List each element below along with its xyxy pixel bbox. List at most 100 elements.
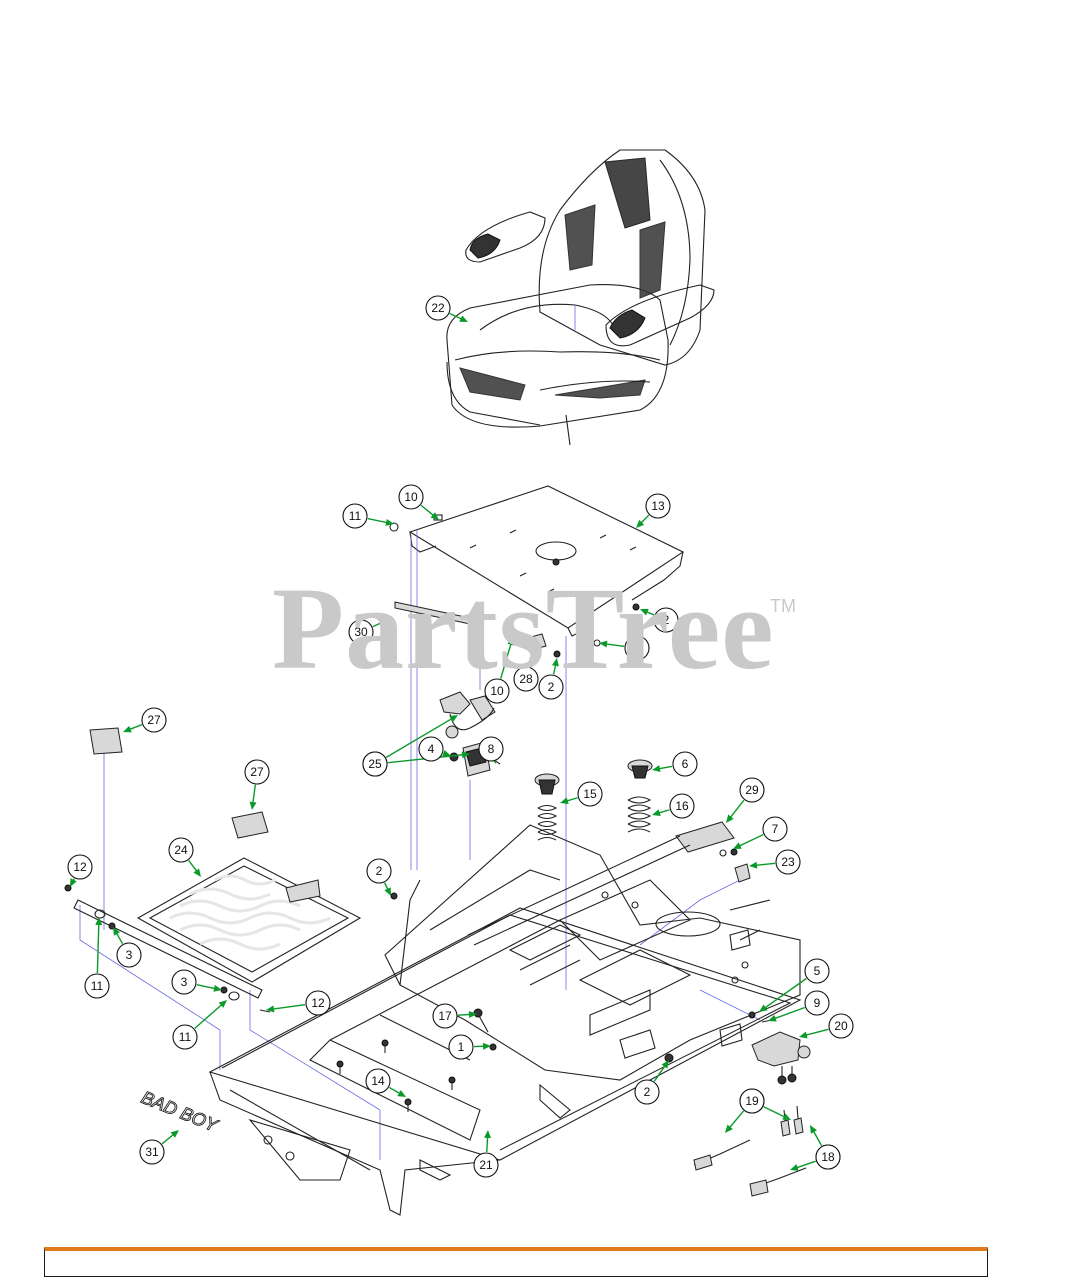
callout-label: 21	[479, 1158, 493, 1172]
leader-arrowhead	[484, 1130, 492, 1139]
decal-27-floor[interactable]	[231, 811, 269, 839]
bracket-20[interactable]	[748, 1011, 811, 1085]
callout-12[interactable]: 12	[67, 854, 93, 887]
leader-arrowhead	[218, 1000, 227, 1008]
decal-28[interactable]	[526, 633, 547, 651]
callout-label: 7	[772, 822, 779, 836]
cable-18[interactable]	[749, 1105, 807, 1197]
callout-2[interactable]: 2	[634, 1060, 669, 1105]
leader-line	[385, 717, 454, 758]
leader-arrowhead	[726, 814, 734, 823]
callout-label: 29	[745, 783, 759, 797]
leader-line	[188, 860, 198, 873]
callout-2[interactable]: 2	[366, 858, 392, 896]
callout-22[interactable]: 22	[425, 295, 468, 322]
callout-29[interactable]: 29	[726, 777, 765, 823]
callout-label: 27	[250, 765, 264, 779]
callout-label: 8	[488, 742, 495, 756]
callout-label: 9	[814, 996, 821, 1010]
leader-line	[812, 1129, 823, 1147]
callout-10[interactable]: 10	[398, 484, 439, 520]
callout-15[interactable]: 15	[560, 781, 603, 807]
callout-11[interactable]: 11	[342, 503, 394, 529]
callout-label: 11	[91, 979, 104, 993]
callout-24[interactable]: 24	[168, 837, 201, 877]
leader-line	[196, 983, 217, 990]
callout-19[interactable]: 19	[739, 1088, 791, 1120]
seat-switch-harness[interactable]	[439, 691, 501, 777]
callout-5[interactable]: 5	[759, 958, 830, 1012]
callout-2[interactable]: 2	[640, 607, 679, 633]
callout-9[interactable]: 9	[768, 990, 830, 1022]
callout-label: 14	[371, 1074, 385, 1088]
callout-11[interactable]: 11	[599, 635, 650, 661]
callout-12[interactable]: 12	[266, 990, 331, 1016]
leader-arrowhead	[449, 715, 458, 723]
spring-16[interactable]	[627, 796, 652, 833]
callout-label: 2	[663, 613, 670, 627]
leader-line	[729, 799, 745, 819]
callout-11[interactable]: 11	[172, 1000, 227, 1050]
seat-strap[interactable]	[394, 601, 471, 625]
callout-17[interactable]: 17	[432, 1003, 477, 1029]
leader-line	[657, 809, 670, 814]
callout-2[interactable]: 2	[538, 658, 564, 700]
decal-27-left[interactable]	[89, 727, 123, 755]
callout-6[interactable]: 6	[652, 751, 698, 777]
callout-27[interactable]: 27	[244, 759, 270, 810]
leader-arrowhead	[213, 984, 222, 992]
callout-16[interactable]: 16	[652, 793, 695, 819]
spring-15[interactable]	[537, 804, 558, 841]
leader-arrowhead	[560, 797, 569, 805]
leader-arrowhead	[636, 519, 645, 528]
callout-23[interactable]: 23	[749, 849, 801, 875]
leader-line	[728, 1110, 745, 1129]
callout-label: 30	[354, 625, 368, 639]
floor-mat[interactable]	[136, 857, 362, 983]
leader-line	[161, 1133, 175, 1145]
bracket-23[interactable]	[719, 848, 751, 883]
leader-line	[420, 504, 435, 517]
leader-line	[565, 797, 578, 802]
callout-31[interactable]: 31	[139, 1130, 179, 1165]
footrest-bar[interactable]	[64, 884, 271, 1013]
callout-18[interactable]: 18	[790, 1144, 841, 1171]
decal-29[interactable]	[675, 821, 735, 853]
leader-arrowhead	[249, 801, 257, 810]
leader-arrowhead	[661, 1060, 669, 1069]
callout-28[interactable]: 28	[513, 652, 539, 692]
callout-1[interactable]: 1	[448, 1034, 491, 1060]
leader-line	[604, 643, 625, 647]
cable-19[interactable]	[693, 1109, 791, 1171]
main-frame[interactable]	[208, 824, 802, 1216]
isolator-6[interactable]	[627, 759, 653, 779]
isolator-15[interactable]	[534, 773, 560, 795]
callout-20[interactable]: 20	[799, 1013, 854, 1039]
callout-bubble	[815, 1144, 841, 1170]
leader-line	[639, 514, 650, 525]
callout-8[interactable]: 8	[478, 736, 504, 764]
leader-arrowhead	[810, 1125, 817, 1134]
callout-3[interactable]: 3	[171, 969, 222, 995]
leader-line	[486, 1135, 489, 1153]
callout-14[interactable]: 14	[365, 1068, 406, 1097]
callout-7[interactable]: 7	[733, 816, 788, 849]
callout-27[interactable]: 27	[123, 707, 167, 733]
seat-assembly[interactable]	[446, 149, 715, 446]
callout-11[interactable]: 11	[84, 917, 110, 999]
callout-13[interactable]: 13	[636, 493, 671, 528]
leader-line	[763, 1106, 786, 1119]
callout-bubble	[739, 1088, 765, 1114]
callout-label: 18	[821, 1150, 835, 1164]
callout-21[interactable]: 21	[473, 1130, 499, 1178]
callout-label: 28	[519, 672, 533, 686]
callout-10[interactable]: 10	[484, 637, 515, 704]
callout-3[interactable]: 3	[113, 927, 142, 968]
callout-30[interactable]: 30	[348, 618, 392, 645]
leader-line	[252, 784, 256, 805]
leader-arrowhead	[113, 927, 121, 936]
callout-25[interactable]: 25	[362, 751, 470, 777]
seat-mounting-plate[interactable]	[408, 485, 685, 637]
callout-4[interactable]: 4	[418, 736, 451, 762]
svg-text:BAD BOY: BAD BOY	[139, 1087, 223, 1136]
